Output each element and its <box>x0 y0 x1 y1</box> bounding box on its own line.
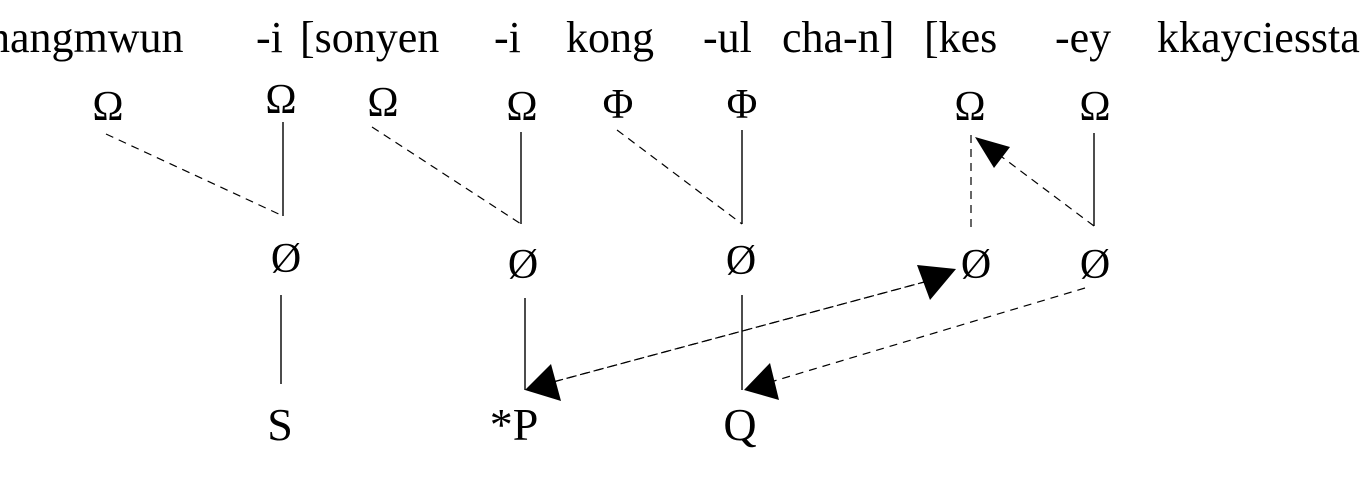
top-symbol-omega-2: Ω <box>265 77 296 123</box>
token-kes: [kes <box>924 13 997 62</box>
top-symbol-phi-2: Φ <box>727 82 758 128</box>
token-i-2: -i <box>494 13 521 62</box>
token-kkayciessta: kkayciessta <box>1157 13 1360 62</box>
label-s: S <box>267 399 293 450</box>
token-ey: -ey <box>1055 13 1111 62</box>
label-p-starred: *P <box>490 399 539 450</box>
empty-node-1: Ø <box>271 236 301 282</box>
arrowhead-node4 <box>917 265 956 300</box>
top-symbol-phi-1: Φ <box>603 82 634 128</box>
dashed-link-phi1-to-node3 <box>616 129 743 225</box>
dashed-arrow-p-to-node4 <box>552 280 929 383</box>
empty-node-3: Ø <box>726 238 756 284</box>
token-i-1: -i <box>256 13 283 62</box>
token-kong: kong <box>566 13 654 62</box>
empty-node-2: Ø <box>508 242 538 288</box>
arrowhead-q <box>744 363 779 400</box>
token-hangmwun: hangmwun <box>0 13 184 62</box>
token-cha-n: cha-n] <box>782 13 894 62</box>
top-symbol-omega-1: Ω <box>92 84 123 130</box>
dashed-link-omega1-to-node1 <box>105 133 284 217</box>
top-symbol-omega-3: Ω <box>367 80 398 126</box>
top-symbol-omega-4: Ω <box>506 84 537 130</box>
top-symbol-omega-5: Ω <box>954 84 985 130</box>
arrowhead-omega5 <box>975 137 1010 168</box>
token-sonyen: [sonyen <box>300 13 439 62</box>
empty-node-4: Ø <box>961 242 991 288</box>
top-symbol-omega-6: Ω <box>1079 84 1110 130</box>
dashed-arrow-node4-to-p <box>552 280 929 383</box>
dashed-link-omega3-to-node2 <box>371 126 522 225</box>
token-ul: -ul <box>703 13 752 62</box>
arrowhead-p <box>525 364 561 401</box>
dashed-arrow-node5-to-omega5 <box>1001 156 1095 227</box>
empty-node-5: Ø <box>1080 242 1110 288</box>
label-q: Q <box>723 399 756 450</box>
dashed-arrow-node5-to-q <box>773 287 1086 382</box>
